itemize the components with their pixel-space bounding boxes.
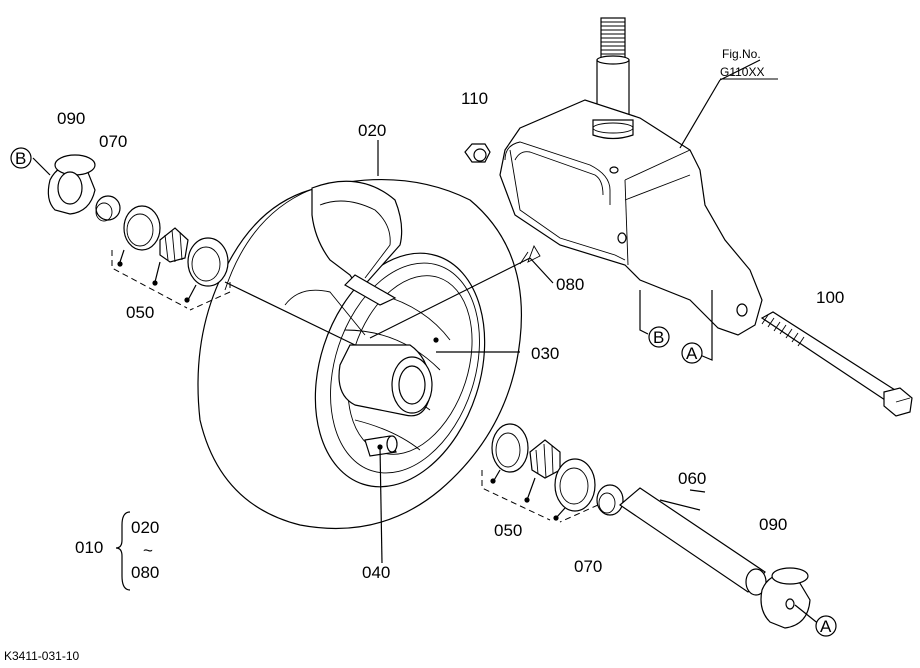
leader-lines <box>32 59 821 626</box>
label-050-left: 050 <box>126 303 154 322</box>
label-100: 100 <box>816 288 844 307</box>
label-070-left: 070 <box>99 132 127 151</box>
label-group-tilde: ~ <box>143 541 153 560</box>
leader-dots <box>117 261 559 521</box>
label-020: 020 <box>358 121 386 140</box>
label-010: 010 <box>75 538 103 557</box>
wheel-assembly <box>197 179 541 530</box>
label-030: 030 <box>531 344 559 363</box>
ref-b-right: B <box>653 328 664 347</box>
label-group-end: 080 <box>131 563 159 582</box>
ref-circle-a-right <box>681 342 703 364</box>
ref-a-bottom: A <box>820 617 832 636</box>
fig-no-value: G110XX <box>720 65 764 79</box>
label-050-right: 050 <box>494 521 522 540</box>
right-hardware <box>481 423 811 629</box>
caster-fork-bracket <box>499 17 763 336</box>
ref-circle-b-left <box>10 147 32 169</box>
nut-110-shape <box>464 143 491 163</box>
label-090-left: 090 <box>57 109 85 128</box>
label-070-right: 070 <box>574 557 602 576</box>
drawing-code: K3411-031-10 <box>4 649 79 663</box>
bolt-100-shape <box>760 311 913 417</box>
label-090-right: 090 <box>759 515 787 534</box>
fig-no-label: Fig.No. <box>722 47 761 61</box>
ref-a-right: A <box>686 344 698 363</box>
label-110: 110 <box>461 89 488 108</box>
label-040: 040 <box>362 563 390 582</box>
ref-circle-b-right <box>648 326 670 348</box>
label-060: 060 <box>678 469 706 488</box>
label-group-start: 020 <box>131 518 159 537</box>
ref-circle-a-bottom <box>815 615 837 637</box>
label-080: 080 <box>556 275 584 294</box>
ref-b-left: B <box>15 149 26 168</box>
left-hardware <box>47 154 231 311</box>
